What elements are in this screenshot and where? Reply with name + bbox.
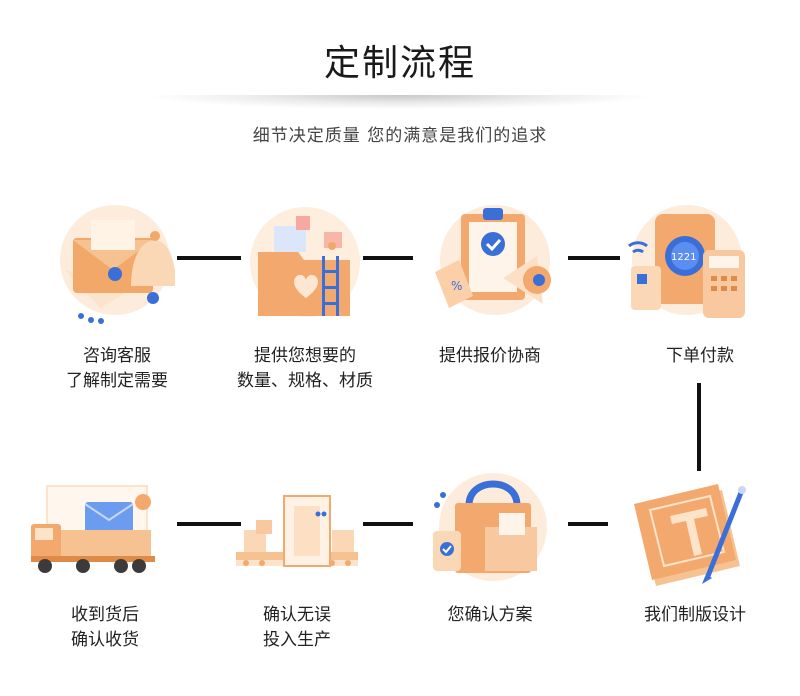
svg-text:%: % [451,279,462,293]
clipboard-megaphone-icon: % [425,200,555,330]
step-label-8: 收到货后确认收货 [71,605,139,650]
connector-2-3 [363,256,413,260]
step-label-2: 提供您想要的数量、规格、材质 [237,346,373,391]
svg-text:1221: 1221 [671,252,696,263]
step-label-1: 咨询客服了解制定需要 [66,346,168,391]
connector-1-2 [177,256,241,260]
step-label-4: 下单付款 [666,346,734,366]
step-label-7: 确认无误投入生产 [263,605,331,650]
shopping-bag-icon [425,465,555,595]
connector-6-7 [363,522,413,526]
connector-3-4 [568,256,620,260]
connector-4-5 [697,383,701,471]
pos-terminal-icon: 1221 [625,200,755,330]
page-subtitle: 细节决定质量 您的满意是我们的追求 [252,126,548,146]
page-title: 定制流程 [323,43,476,84]
envelope-bell-icon [45,200,177,330]
step-label-6: 您确认方案 [447,605,533,625]
connector-7-8 [177,522,241,526]
delivery-truck-icon [25,480,155,610]
design-blueprint-icon [630,470,760,600]
folder-ladder-icon [240,200,370,330]
title-shadow-divider [150,95,650,109]
production-line-icon [232,470,362,600]
connector-5-6 [568,522,608,526]
step-label-5: 我们制版设计 [644,605,746,625]
step-label-3: 提供报价协商 [439,346,541,366]
